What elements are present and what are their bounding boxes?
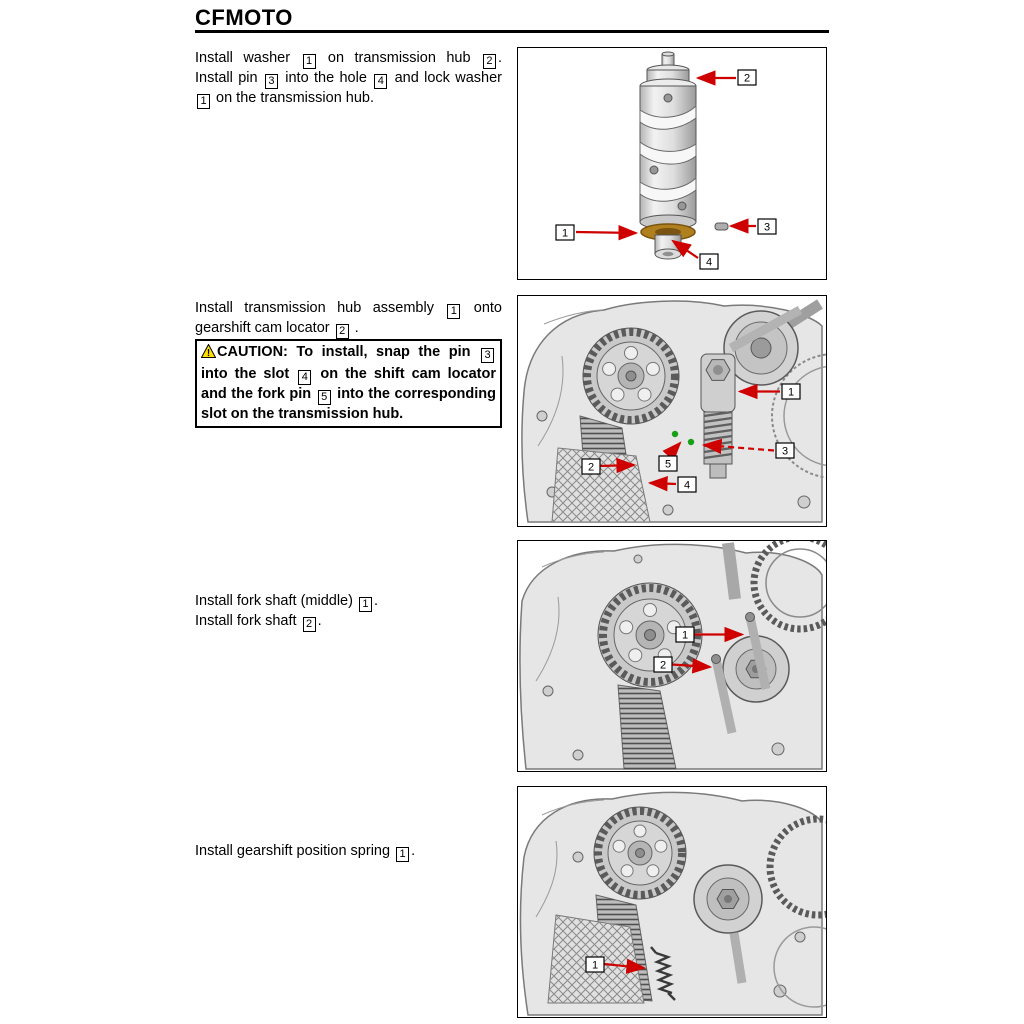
inline-callout: 1 bbox=[197, 94, 210, 109]
callout-box-4: 4 bbox=[699, 253, 719, 270]
paragraph: Install transmission hub assembly 1 onto… bbox=[195, 300, 502, 339]
figure1-illustration: 1 2 3 4 bbox=[555, 51, 777, 270]
paragraph: Install fork shaft (middle) 1. bbox=[195, 593, 379, 612]
drum-lower-stub bbox=[654, 234, 682, 260]
paragraph: Install gearshift position spring 1. bbox=[195, 843, 416, 862]
inline-callout: 1 bbox=[302, 54, 316, 69]
input-shaft bbox=[722, 542, 741, 600]
callout-number: 5 bbox=[665, 459, 671, 471]
svg-text:!: ! bbox=[207, 348, 210, 358]
callout-number: 2 bbox=[588, 462, 594, 474]
inline-callout: 4 bbox=[374, 74, 388, 89]
instruction-install-washer: Install washer 1 on transmission hub 2. … bbox=[195, 49, 502, 109]
callout-number: 2 bbox=[744, 73, 750, 85]
inline-callout: 3 bbox=[264, 74, 278, 89]
figure-panel-4: 1 bbox=[517, 786, 827, 1018]
pin bbox=[714, 222, 729, 231]
callout-box-3: 3 bbox=[757, 218, 777, 235]
callout-number: 4 bbox=[684, 480, 690, 492]
callout-number: 1 bbox=[682, 630, 688, 642]
shift-drum bbox=[639, 51, 697, 230]
callout-box-1: 1 bbox=[781, 383, 801, 400]
crosshatch-area bbox=[551, 447, 651, 523]
caution-label: CAUTION: bbox=[217, 344, 288, 360]
header-rule bbox=[195, 30, 829, 33]
inline-callout: 1 bbox=[396, 847, 410, 862]
chain-guide bbox=[617, 684, 677, 770]
callout-number: 1 bbox=[788, 387, 794, 399]
sector-gear bbox=[593, 806, 687, 900]
inline-callout: 2 bbox=[302, 617, 316, 632]
inline-callout: 5 bbox=[317, 389, 331, 405]
position-spring bbox=[650, 946, 676, 1001]
figure4-illustration: 1 bbox=[519, 791, 826, 1016]
instruction-install-spring: Install gearshift position spring 1. bbox=[195, 842, 502, 862]
callout-number: 4 bbox=[706, 257, 712, 269]
callout-number: 2 bbox=[660, 660, 666, 672]
sector-gear bbox=[597, 582, 703, 688]
callout-number: 1 bbox=[562, 228, 568, 240]
figure-panel-3: 1 2 bbox=[517, 540, 827, 772]
callout-number: 1 bbox=[592, 960, 598, 972]
callout-number: 3 bbox=[764, 222, 770, 234]
instruction-install-fork-shafts: Install fork shaft (middle) 1. Install f… bbox=[195, 592, 502, 632]
paragraph: Install washer 1 on transmission hub 2. … bbox=[195, 50, 502, 109]
inline-callout: 2 bbox=[335, 324, 349, 339]
caution-box: ! CAUTION: To install, snap the pin 3 int… bbox=[195, 339, 502, 428]
callout-box-1: 1 bbox=[585, 956, 605, 973]
paragraph: Install fork shaft 2. bbox=[195, 613, 322, 632]
figure-panel-2: 1 3 2 5 4 bbox=[517, 295, 827, 527]
callout-box-5: 5 bbox=[658, 455, 678, 472]
inline-callout: 3 bbox=[481, 348, 494, 363]
callout-number: 3 bbox=[782, 446, 788, 458]
caution-text: To install, snap the pin 3 into the slot… bbox=[201, 344, 496, 422]
callout-box-2: 2 bbox=[653, 656, 673, 673]
sector-gear bbox=[582, 327, 680, 425]
figure3-illustration: 1 2 bbox=[519, 541, 826, 770]
callout-box-3: 3 bbox=[775, 442, 795, 459]
instruction-install-hub-assembly: Install transmission hub assembly 1 onto… bbox=[195, 299, 502, 339]
brand-logo: CFMOTO bbox=[195, 5, 293, 30]
inline-callout: 1 bbox=[447, 304, 461, 319]
figure2-illustration: 1 3 2 5 4 bbox=[521, 299, 826, 523]
transmission-hub-assembly bbox=[700, 306, 803, 479]
callout-box-1: 1 bbox=[675, 626, 695, 643]
inline-callout: 2 bbox=[482, 54, 496, 69]
green-pins bbox=[671, 430, 695, 446]
gearshift-cam-hub bbox=[723, 299, 823, 386]
fork-shaft-middle bbox=[745, 612, 771, 690]
callout-box-2: 2 bbox=[581, 458, 601, 475]
inline-callout: 4 bbox=[298, 369, 312, 385]
inline-callout: 1 bbox=[358, 597, 372, 612]
warning-icon: ! bbox=[200, 343, 217, 365]
callout-box-2: 2 bbox=[737, 69, 757, 86]
figure-panel-1: 1 2 3 4 bbox=[517, 47, 827, 280]
cam-locator-knob bbox=[693, 864, 763, 984]
callout-box-1: 1 bbox=[555, 224, 575, 241]
callout-box-4: 4 bbox=[677, 476, 697, 493]
